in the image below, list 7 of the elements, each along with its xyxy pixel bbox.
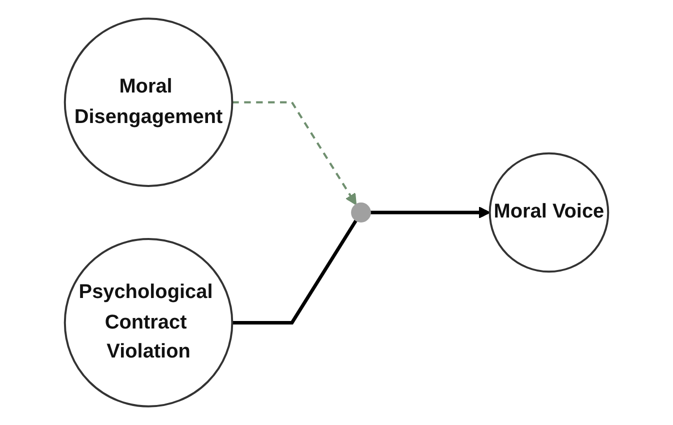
node-circle: Moral Voice [488, 152, 610, 273]
node-circle [351, 202, 371, 222]
node-circle: Moral Disengagement [64, 18, 234, 187]
arrow [370, 206, 490, 218]
connector [232, 219, 358, 324]
node-circle: Psychological Contract Violation [64, 238, 234, 408]
arrow [232, 101, 357, 206]
